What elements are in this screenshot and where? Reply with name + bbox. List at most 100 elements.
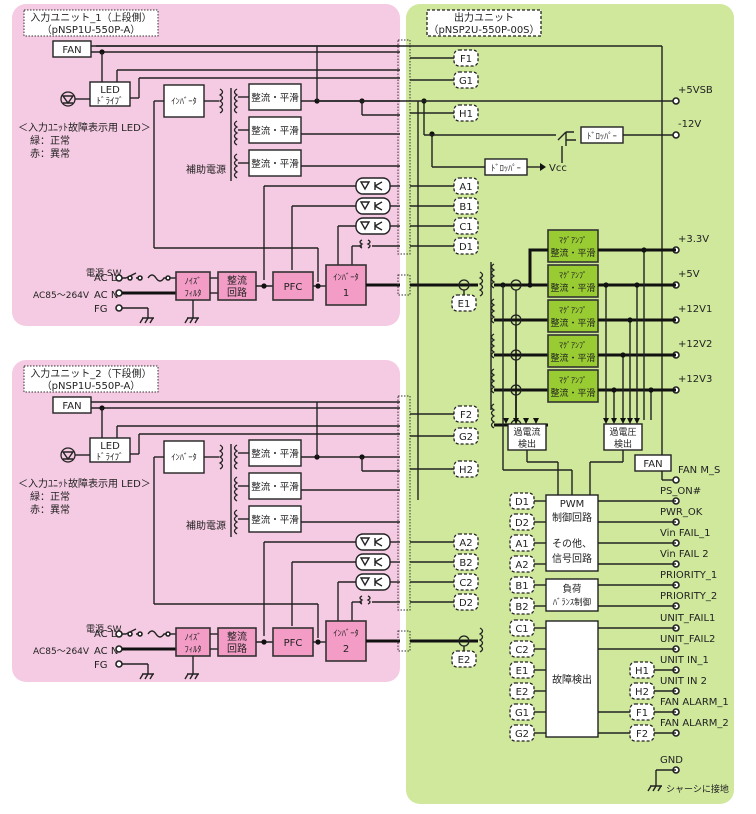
rect-smooth-2 xyxy=(248,472,302,500)
signal-input-A1 xyxy=(509,534,535,552)
signal-label: PRIORITY_2 xyxy=(660,591,717,602)
arrow-icon xyxy=(540,163,546,171)
pfc-label: PFC xyxy=(284,282,303,293)
connector-H2 xyxy=(629,682,655,700)
magamp-box-5 xyxy=(547,369,599,403)
magamp-label: ﾏｸﾞｱﾝﾌﾟ xyxy=(559,236,587,245)
connector-label: D2 xyxy=(459,598,473,609)
noise-filter-label: ﾌｨﾙﾀ xyxy=(184,645,201,655)
dropper-neg12-label: ﾄﾞﾛｯﾊﾟｰ xyxy=(587,132,617,142)
photocoupler-c xyxy=(355,573,391,591)
connector-F2 xyxy=(629,724,655,742)
magamp-label: ﾏｸﾞｱﾝﾌﾟ xyxy=(559,271,587,280)
connector-label: B1 xyxy=(515,581,528,592)
ac-l-label: AC L xyxy=(94,629,117,640)
signal-input-D2 xyxy=(509,513,535,531)
rect-smooth-2 xyxy=(248,116,302,144)
noise-filter-label: ﾉｲｽﾞ xyxy=(184,633,201,643)
ac-l-label: AC L xyxy=(94,273,117,284)
magamp-label: 整流・平滑 xyxy=(550,387,595,399)
ground-icon xyxy=(184,673,199,680)
magamp-label: ﾏｸﾞｱﾝﾌﾟ xyxy=(559,341,587,350)
switch-contact xyxy=(127,275,133,281)
fuse-contact xyxy=(165,275,171,281)
fan-label: FAN xyxy=(62,401,81,412)
photocoupler-a xyxy=(355,533,391,551)
junction-dot xyxy=(429,131,435,137)
coil-icon xyxy=(359,595,371,605)
connector-G1 xyxy=(453,71,479,89)
optocoupler-icon xyxy=(359,537,383,547)
aux-inverter-label: ｲﾝﾊﾞｰﾀ xyxy=(171,97,197,107)
main-inverter-box xyxy=(325,620,367,662)
rect-smooth-1-label: 整流・平滑 xyxy=(251,92,299,104)
rect-smooth-3-label: 整流・平滑 xyxy=(251,158,299,170)
coil-icon xyxy=(233,88,239,114)
pwm-label: PWM xyxy=(560,499,585,510)
rect-smooth-1 xyxy=(248,83,302,111)
connector-label: G1 xyxy=(459,76,473,87)
arrow-icon xyxy=(503,418,509,424)
switch-contact xyxy=(137,631,143,637)
coil-icon xyxy=(218,444,224,470)
unit-model: （pNSP1U-550P-A） xyxy=(42,24,141,36)
rail-label: +5V xyxy=(678,269,700,280)
rail-label: +12V3 xyxy=(678,374,712,385)
connector-B1 xyxy=(453,197,479,215)
connector-F2 xyxy=(453,405,479,423)
unit-title: 入力ユニット_1（上段側） xyxy=(30,11,151,24)
rail-label: -12V xyxy=(678,119,701,130)
signal-input-D1 xyxy=(509,492,535,510)
signal-input-B2 xyxy=(509,597,535,615)
pfc-box xyxy=(272,627,314,657)
signal-input-C2 xyxy=(509,640,535,658)
switch-contact xyxy=(137,275,143,281)
fault-detect-box xyxy=(545,620,599,738)
unit-title: 入力ユニット_2（下段側） xyxy=(30,367,151,380)
connector-label: A2 xyxy=(459,538,472,549)
led-legend-title: ＜入力ﾕﾆｯﾄ故障表示用 LED＞ xyxy=(18,121,151,134)
main-inverter-box xyxy=(325,264,367,306)
photocoupler-c xyxy=(355,217,391,235)
led-legend-green: 緑：正常 xyxy=(30,134,70,147)
rail-terminal-1 xyxy=(672,131,680,139)
junction-dot xyxy=(611,387,617,393)
signal-input-C1 xyxy=(509,619,535,637)
main-inverter-label: ｲﾝﾊﾞｰﾀ xyxy=(333,273,359,283)
rectifier-label: 整流 xyxy=(227,274,247,287)
led-drive-label: LED xyxy=(100,85,120,96)
connector-H1 xyxy=(453,104,479,122)
connector-label: B2 xyxy=(459,558,472,569)
connector-label: A1 xyxy=(515,539,528,550)
signal-label: Vin FAIL_1 xyxy=(660,528,710,539)
fan-box xyxy=(52,40,92,58)
connector-B2 xyxy=(453,553,479,571)
connector-C2 xyxy=(453,573,479,591)
noise-filter-label: ﾉｲｽﾞ xyxy=(184,277,201,287)
signal-label: PWR_OK xyxy=(660,507,703,518)
main-inverter-label: 1 xyxy=(343,288,349,299)
signal-label: FAN ALARM_2 xyxy=(660,718,729,729)
pwm-label: 制御回路 xyxy=(552,511,592,524)
fan-label: FAN xyxy=(62,45,81,56)
input-unit-2: 入力ユニット_2（下段側）（pNSP1U-550P-A）FANLEDﾄﾞﾗｲﾌﾞ… xyxy=(18,365,411,680)
junction-dot xyxy=(648,387,654,393)
arrow-icon xyxy=(603,418,609,424)
led-legend-red: 赤：異常 xyxy=(30,503,70,516)
pfc-label: PFC xyxy=(284,638,303,649)
rail-label: +12V1 xyxy=(678,304,712,315)
connector-label: A1 xyxy=(459,182,472,193)
output-unit-model: （pNSP2U-550P-00S） xyxy=(428,24,539,36)
fg-terminal xyxy=(115,304,123,312)
connector-label: D2 xyxy=(515,518,529,529)
ac-n-label: AC N xyxy=(94,290,118,301)
unit-title-box xyxy=(23,9,159,37)
magamp-box-3 xyxy=(547,299,599,333)
coil-icon xyxy=(359,239,371,249)
coil-icon xyxy=(478,271,484,297)
fg-label: FG xyxy=(94,304,108,315)
connector-H1 xyxy=(629,661,655,679)
magamp-label: 整流・平滑 xyxy=(550,352,595,364)
aux-power-label: 補助電源 xyxy=(186,519,226,532)
led-drive-label: ﾄﾞﾗｲﾌﾞ xyxy=(96,96,123,107)
